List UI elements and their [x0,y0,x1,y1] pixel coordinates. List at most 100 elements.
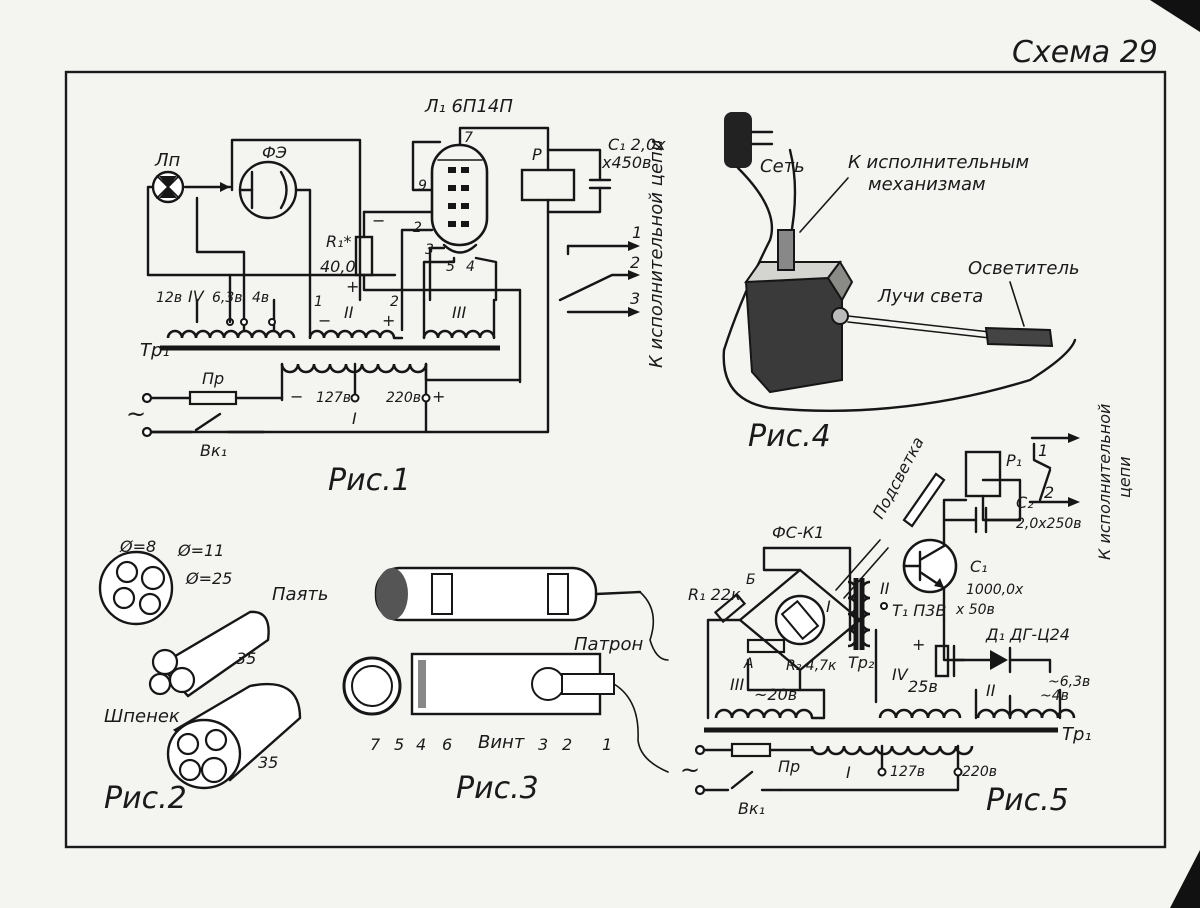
fig5-winding-iii: III [730,675,744,694]
fig1-relay-label: Р [532,145,542,164]
fig5-winding-i-tr2: I [826,597,831,616]
fig5-v20: ~20в [754,685,797,704]
fig5-side-1: К исполнительной [1095,404,1114,560]
fig3-n1: 1 [602,735,612,754]
fig5-node-b: Б [746,572,756,588]
fig1-winding-ii-label: II [344,303,354,322]
fig4-plug [724,112,752,168]
fig4-device: Сеть К исполнительным механизмам Лучи св… [724,112,1080,454]
fig5-winding-i-bottom: I [846,763,851,782]
fig1-out-3: 3 [630,289,640,308]
fig5-v25: 25в [908,677,938,696]
fig1-res-minus: − [372,211,385,230]
fig2-solder: Паять [272,584,329,605]
fig1-fuse-label: Пр [202,369,224,388]
fig5-winding-iv: IV [892,665,909,684]
fig3-illuminator: Патрон Винт 7 5 4 6 3 2 1 Рис.3 [344,568,668,806]
fig5-out-1: 1 [1038,441,1048,460]
fig1-resistor-label: R₁* [326,232,352,251]
fig1-winding-iv [168,331,294,338]
fig1-pin-9: 9 [418,178,427,194]
fig5-tr2: Тр₂ [848,653,875,672]
fig1-side-label: К исполнительной цепи [646,139,667,368]
fig1-circuit: Лп ФЭ R₁* 40,0 − + Л₁ 6П14П 7 [126,96,667,498]
fig1-caption: Рис.1 [328,463,411,498]
fig3-n7: 7 [370,735,381,754]
fig1-winding-i-label: I [352,409,357,428]
fig1-fuse [190,392,236,404]
fig1-primary-plus: + [432,387,445,406]
fig1-out-1: 1 [632,223,642,242]
fig5-caption: Рис.5 [986,783,1069,818]
fig1-resistor-value: 40,0 [320,257,356,276]
fig5-tilde: ~ [680,756,700,784]
fig5-winding-ii: II [986,681,996,700]
fig2-disc [100,552,172,624]
fig4-mains: Сеть [760,156,805,177]
fig1-v4: 4в [252,290,269,306]
fig2-caption: Рис.2 [104,781,187,816]
fig5-c1-2: 1000,0х [966,582,1024,598]
fig2-d25: Ø=25 [185,569,232,588]
fig2-d8: Ø=8 [119,537,156,556]
fig5-c2-2: 2,0х250в [1016,516,1082,532]
fig5-diode: Д₁ ДГ-Ц24 [985,625,1070,644]
fig5-v220: 220в [962,764,997,780]
fig1-relay [522,170,574,200]
fig1-lamp-label: Лп [154,150,181,171]
fig5-winding-ii-tr2: II [880,579,890,598]
fig5-r1: R₁ 22к [688,585,741,604]
fig5-relay [966,452,1000,496]
scheme-label: Схема 29 [1012,35,1158,70]
fig5-plus: + [912,635,925,654]
fig1-ii-plus: + [382,311,395,330]
fig1-tube-grids [448,167,469,227]
fig3-n3: 3 [538,735,548,754]
fig5-v4: ~4в [1040,688,1069,704]
fig1-out-2: 2 [630,253,640,272]
fig5-side-2: цепи [1115,456,1134,498]
fig4-caption: Рис.4 [748,419,831,454]
scan-corner-top [1150,0,1200,32]
fig5-circuit: ФС-К1 R₁ 22к Б А R₂ 4,7к III ~20в I II Т… [680,404,1134,818]
fig1-v12: 12в [156,290,182,306]
fig5-v127: 127в [890,764,925,780]
fig1-tap-2: 2 [390,294,399,310]
fig3-n5: 5 [394,735,404,754]
fig4-illuminator-label: Осветитель [968,258,1080,279]
fig5-photores: ФС-К1 [772,523,824,542]
fig1-winding-iii [424,331,494,338]
fig5-out-2: 2 [1044,483,1054,502]
fig5-c1-1: С₁ [970,557,988,576]
fig1-pin-4: 4 [466,259,475,275]
fig4-mech-1: К исполнительным [848,152,1029,173]
fig5-transistor-label: Т₁ П3В [892,601,946,620]
fig1-v220: 220в [386,390,421,406]
fig1-ii-minus: − [318,311,331,330]
fig2-pin: Шпенек [104,706,180,727]
fig2-dim: 35 [236,649,256,668]
fig4-mech-2: механизмам [868,174,986,195]
fig3-n2: 2 [562,735,572,754]
fig2-d11: Ø=11 [177,541,224,560]
fig3-caption: Рис.3 [456,771,539,806]
fig1-switch-label: Вк₁ [200,441,227,460]
scan-corner-bottom [1170,850,1200,908]
fig1-resistor [356,237,372,275]
fig1-res-plus: + [346,277,359,296]
fig1-v63: 6,3в [212,290,243,306]
fig5-r2: R₂ 4,7к [786,658,837,674]
fig1-v127: 127в [316,390,351,406]
fig5-switch: Вк₁ [738,799,765,818]
fig5-relay-label: Р₁ [1006,451,1022,470]
fig1-photocell-label: ФЭ [262,143,287,162]
fig4-box [746,278,842,392]
fig5-c1-3: х 50в [955,602,995,618]
fig5-node-a: А [743,656,754,672]
fig4-rays: Лучи света [877,286,983,307]
fig1-transformer-label: Тр₁ [140,340,170,361]
fig3-n6: 6 [442,735,452,754]
fig1-pin-7: 7 [464,130,473,146]
fig5-backlight [904,474,944,526]
